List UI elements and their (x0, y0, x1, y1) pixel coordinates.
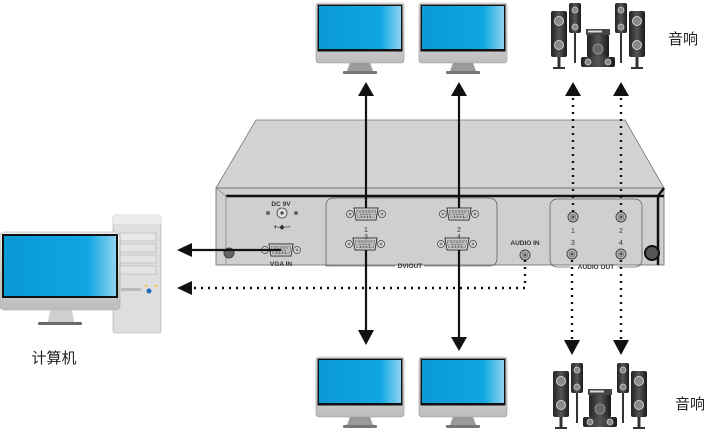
monitor-4 (418, 356, 508, 429)
speaker-system-top (550, 2, 646, 70)
audio-port-number-3: 3 (571, 240, 575, 247)
port-number-3: 3 (364, 234, 368, 241)
arrow-down-icon (613, 340, 629, 355)
vga-in-label: VGA IN (270, 261, 292, 268)
audio-in-cable (192, 260, 527, 290)
arrow-up-icon (358, 82, 374, 96)
monitor-3 (315, 356, 405, 429)
monitor-1 (315, 2, 405, 75)
audio-port-number-2: 2 (619, 228, 623, 235)
audio-out-jack-3[interactable] (566, 248, 578, 260)
audio-in-label: AUDIO IN (510, 240, 540, 247)
audio-port-number-1: 1 (571, 228, 575, 235)
port-number-1: 1 (364, 227, 368, 234)
audio-out-label: AUDIO OUT (578, 264, 615, 271)
monitor-2 (418, 2, 508, 75)
mount-hole-right (644, 245, 660, 261)
chassis-top (215, 119, 665, 189)
computer-label: 计算机 (31, 349, 76, 367)
arrow-down-icon (564, 340, 580, 355)
audio-out-group: AUDIO OUT (549, 198, 643, 271)
power-button-icon (146, 288, 152, 294)
arrow-left-icon (177, 281, 192, 295)
desktop-computer-icon (0, 214, 162, 334)
audio-in-jack[interactable] (519, 249, 531, 261)
audio-out-jack-4[interactable] (615, 248, 627, 260)
port-number-2: 2 (457, 227, 461, 234)
audio-out-jack-2[interactable] (615, 211, 627, 223)
speaker-label-top: 音响 (668, 30, 698, 48)
power-section: DC 9V +-◆-− (266, 201, 298, 231)
video-out-label: DVIOUT (398, 263, 423, 270)
arrow-left-icon (177, 243, 192, 257)
arrow-up-icon (451, 82, 467, 96)
arrow-up-icon (565, 82, 581, 96)
audio-port-number-4: 4 (619, 240, 623, 247)
speaker-system-bottom (552, 362, 648, 430)
arrow-down-icon (358, 330, 374, 345)
arrow-up-icon (613, 82, 629, 96)
splitter-device (215, 119, 665, 266)
arrow-down-icon (451, 337, 467, 351)
port-number-4: 4 (457, 234, 461, 241)
audio-out-jack-1[interactable] (567, 211, 579, 223)
polarity-symbol: +-◆-− (274, 224, 291, 231)
dc-power-label: DC 9V (271, 201, 291, 208)
speaker-label-bottom: 音响 (675, 395, 705, 413)
